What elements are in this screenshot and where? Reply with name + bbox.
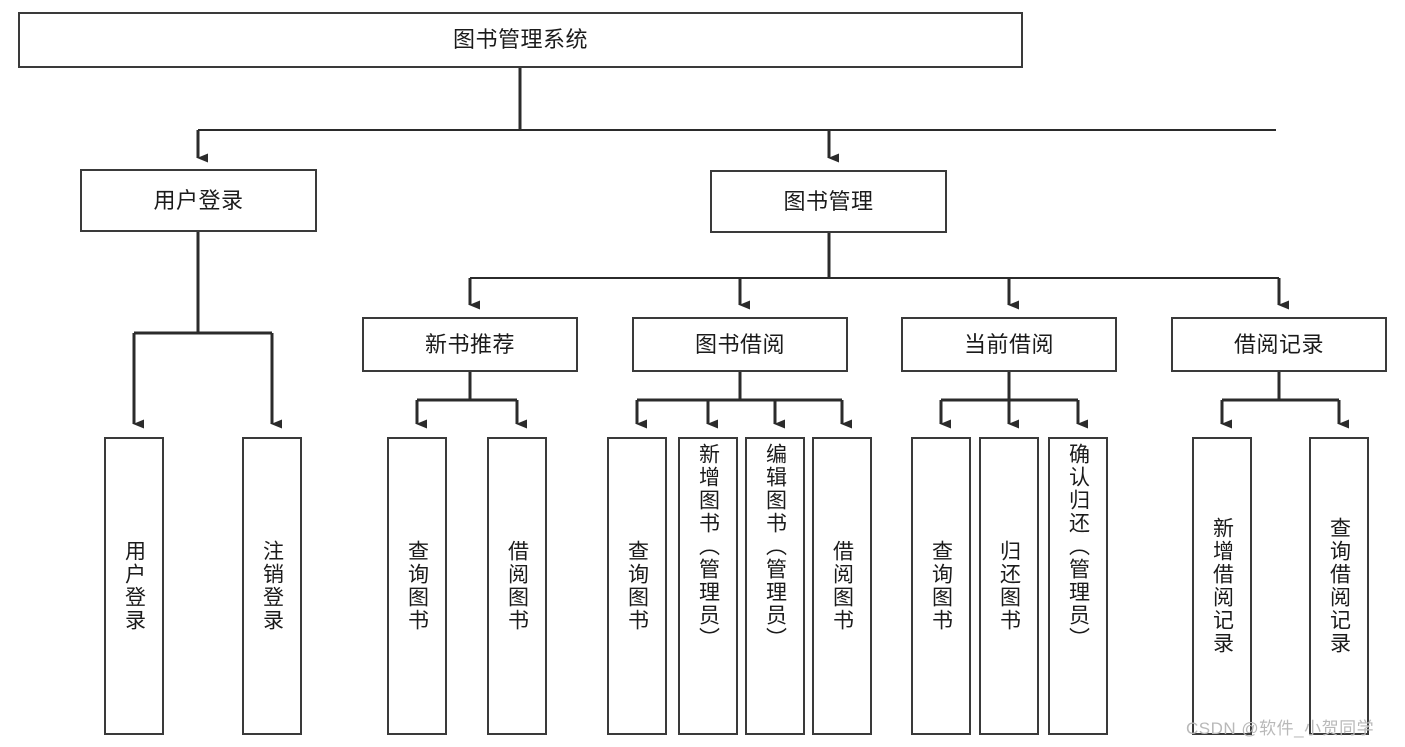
node-leaf-logout-login[interactable]: 注销登录 [242,437,302,735]
node-leaf-edit-book-admin[interactable]: 编辑图书（管理员） [745,437,805,735]
node-leaf-user-login[interactable]: 用户登录 [104,437,164,735]
node-label: 新增借阅记录 [1210,517,1234,655]
node-label: 查询图书 [405,540,429,632]
node-leaf-query-borrow-record[interactable]: 查询借阅记录 [1309,437,1369,735]
node-leaf-confirm-return-admin[interactable]: 确认归还（管理员） [1048,437,1108,735]
node-book-borrow[interactable]: 图书借阅 [632,317,848,372]
node-leaf-borrow-book-2[interactable]: 借阅图书 [812,437,872,735]
watermark-text: CSDN @软件_小贺同学 [1186,719,1375,738]
node-leaf-borrow-book-1[interactable]: 借阅图书 [487,437,547,735]
node-label: 用户登录 [153,187,244,213]
node-leaf-query-book-3[interactable]: 查询图书 [911,437,971,735]
node-root-system[interactable]: 图书管理系统 [18,12,1023,68]
node-new-book-recommend[interactable]: 新书推荐 [362,317,578,372]
node-label: 注销登录 [260,540,284,632]
node-book-management[interactable]: 图书管理 [710,170,947,233]
node-label: 确认归还（管理员） [1066,443,1090,650]
node-label: 新书推荐 [424,331,515,357]
node-label: 编辑图书（管理员） [763,443,787,650]
node-label: 查询图书 [929,540,953,632]
node-label: 当前借阅 [963,331,1054,357]
node-current-borrow[interactable]: 当前借阅 [901,317,1117,372]
node-leaf-add-borrow-record[interactable]: 新增借阅记录 [1192,437,1252,735]
node-leaf-query-book-2[interactable]: 查询图书 [607,437,667,735]
node-label: 图书管理系统 [452,27,588,53]
node-label: 借阅记录 [1233,331,1324,357]
node-leaf-add-book-admin[interactable]: 新增图书（管理员） [678,437,738,735]
node-label: 新增图书（管理员） [696,443,720,650]
node-label: 图书借阅 [694,331,785,357]
node-label: 用户登录 [122,540,146,632]
node-label: 借阅图书 [505,540,529,632]
node-label: 图书管理 [783,188,874,214]
node-borrow-record[interactable]: 借阅记录 [1171,317,1387,372]
node-label: 查询图书 [625,540,649,632]
node-label: 查询借阅记录 [1327,517,1351,655]
node-label: 借阅图书 [830,540,854,632]
node-label: 归还图书 [997,540,1021,632]
node-user-login[interactable]: 用户登录 [80,169,317,232]
node-leaf-query-book-1[interactable]: 查询图书 [387,437,447,735]
node-leaf-return-book[interactable]: 归还图书 [979,437,1039,735]
